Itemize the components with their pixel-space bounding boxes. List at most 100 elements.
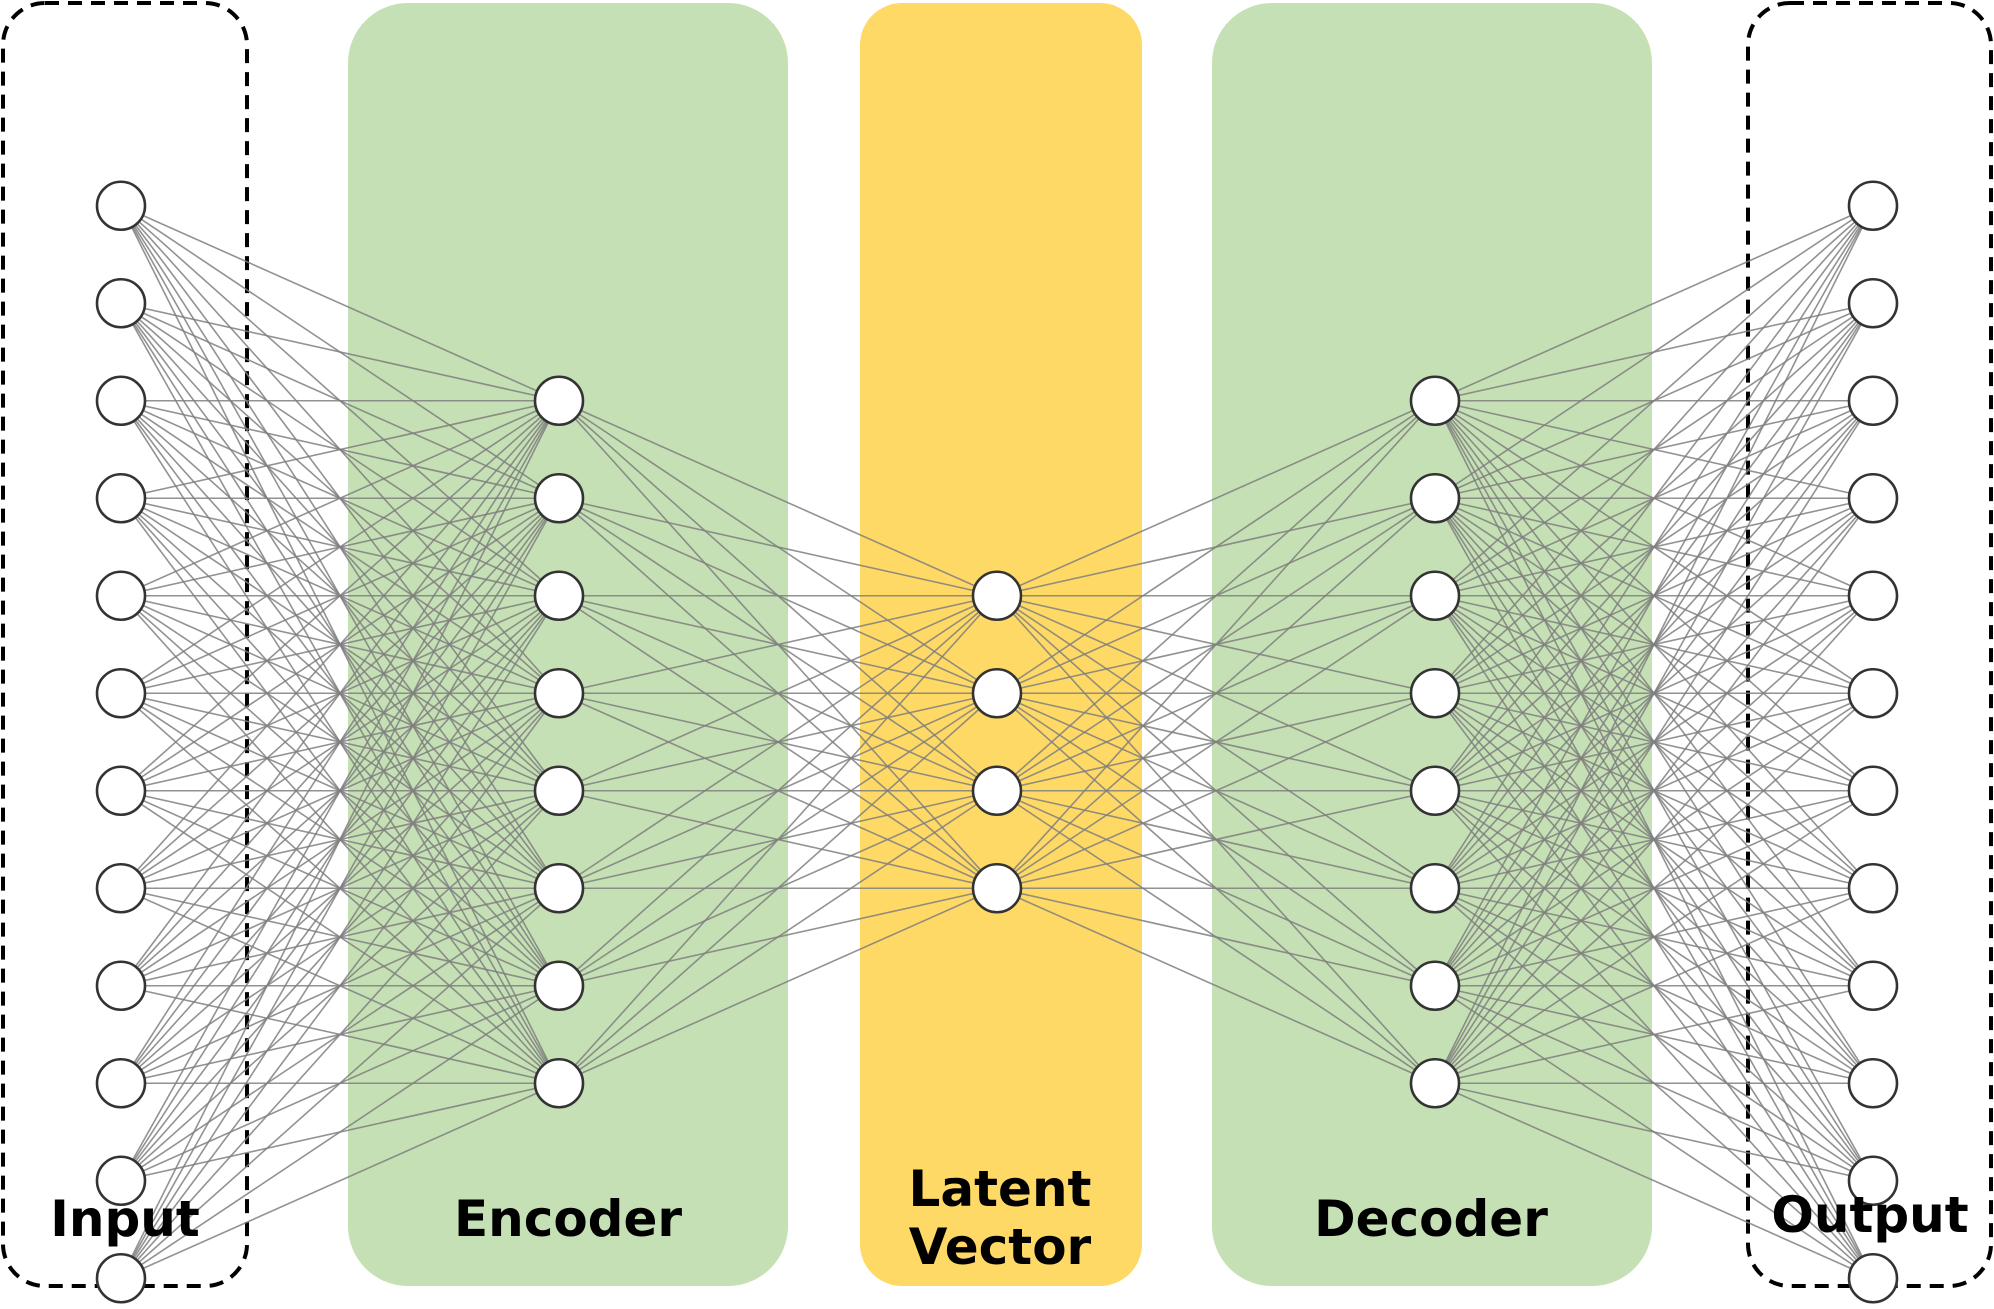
connection-input-12-to-encoder-3 [120,595,560,1279]
connection-encoder-8-to-latent-4 [558,887,998,1084]
connection-input-9-to-encoder-1 [120,400,560,987]
output-node-11 [1847,1155,1899,1207]
input-node-10 [95,1057,147,1109]
input-node-2 [95,277,147,329]
connection-input-12-to-encoder-8 [120,1082,560,1279]
latent-label-line2: Vector [909,1218,1092,1276]
connection-input-1-to-encoder-1 [120,205,560,402]
connection-latent-3-to-decoder-1 [996,400,1436,792]
encoder-node-5 [533,765,585,817]
connection-encoder-4-to-latent-1 [558,594,998,695]
connection-latent-4-to-decoder-8 [996,887,1436,1084]
latent-panel [860,3,1142,1286]
output-node-5 [1847,570,1899,622]
connection-decoder-8-to-output-4 [1434,497,1874,1084]
connection-input-4-to-encoder-1 [120,399,560,500]
decoder-node-8 [1409,1057,1461,1109]
connection-input-11-to-encoder-1 [120,400,560,1182]
input-node-4 [95,472,147,524]
output-label: Output [1771,1186,1968,1244]
output-node-1 [1847,180,1899,232]
encoder-node-8 [533,1057,585,1109]
input-node-12 [95,1252,147,1304]
connection-latent-1-to-decoder-1 [996,400,1436,597]
connection-input-12-to-encoder-2 [120,497,560,1279]
decoder-label: Decoder [1314,1190,1548,1248]
input-node-3 [95,375,147,427]
input-node-6 [95,667,147,719]
connection-decoder-8-to-output-5 [1434,595,1874,1084]
connection-decoder-1-to-output-1 [1434,205,1874,402]
neuron-nodes [95,180,1899,1304]
output-node-10 [1847,1057,1899,1109]
latent-node-4 [971,862,1023,914]
output-node-7 [1847,765,1899,817]
connection-input-12-to-encoder-1 [120,400,560,1279]
output-node-4 [1847,472,1899,524]
connection-input-12-to-encoder-7 [120,985,560,1279]
input-node-9 [95,960,147,1012]
connection-encoder-2-to-latent-1 [558,497,998,597]
decoder-node-7 [1409,960,1461,1012]
input-node-8 [95,862,147,914]
encoder-node-2 [533,472,585,524]
connection-decoder-8-to-output-12 [1434,1082,1874,1279]
connection-decoder-2-to-output-1 [1434,205,1874,499]
connection-input-8-to-encoder-1 [120,400,560,889]
output-node-8 [1847,862,1899,914]
connection-input-12-to-encoder-6 [120,887,560,1279]
connection-latent-4-to-decoder-7 [996,887,1436,987]
connection-latent-4-to-decoder-2 [996,497,1436,889]
connection-encoder-7-to-latent-1 [558,595,998,987]
latent-node-1 [971,570,1023,622]
connection-encoder-8-to-latent-3 [558,790,998,1084]
latent-node-2 [971,667,1023,719]
connection-input-5-to-encoder-1 [120,400,560,597]
output-node-3 [1847,375,1899,427]
decoder-node-6 [1409,862,1461,914]
encoder-node-1 [533,375,585,427]
output-node-2 [1847,277,1899,329]
output-node-6 [1847,667,1899,719]
connection-decoder-8-to-output-3 [1434,400,1874,1084]
decoder-node-2 [1409,472,1461,524]
connection-decoder-8-to-output-7 [1434,790,1874,1084]
connection-decoder-8-to-output-9 [1434,984,1874,1085]
latent-label-line1: Latent [909,1160,1092,1218]
encoder-node-7 [533,960,585,1012]
connection-input-12-to-encoder-4 [120,692,560,1279]
connection-encoder-6-to-latent-1 [558,595,998,889]
connection-input-10-to-encoder-1 [120,400,560,1084]
connection-lines [120,205,1874,1279]
connection-encoder-8-to-latent-2 [558,692,998,1084]
connection-input-2-to-encoder-1 [120,302,560,402]
connection-encoder-5-to-latent-1 [558,595,998,792]
encoder-node-3 [533,570,585,622]
input-node-7 [95,765,147,817]
connection-decoder-8-to-output-11 [1434,1082,1874,1182]
connection-latent-4-to-decoder-5 [996,789,1436,890]
encoder-label: Encoder [454,1190,682,1248]
decoder-node-4 [1409,667,1461,719]
connection-decoder-3-to-output-1 [1434,205,1874,597]
connection-decoder-8-to-output-6 [1434,692,1874,1084]
input-node-1 [95,180,147,232]
connection-latent-4-to-decoder-3 [996,595,1436,889]
output-node-12 [1847,1252,1899,1304]
input-node-11 [95,1155,147,1207]
connection-latent-2-to-decoder-1 [996,400,1436,694]
connection-input-6-to-encoder-1 [120,400,560,694]
connection-decoder-8-to-output-8 [1434,887,1874,1084]
encoder-panel [348,3,788,1286]
latent-node-3 [971,765,1023,817]
connection-input-12-to-encoder-5 [120,790,560,1279]
connection-decoder-7-to-output-1 [1434,205,1874,987]
decoder-node-3 [1409,570,1461,622]
connection-decoder-4-to-output-1 [1434,205,1874,694]
encoder-node-6 [533,862,585,914]
output-node-9 [1847,960,1899,1012]
decoder-node-5 [1409,765,1461,817]
connection-decoder-5-to-output-1 [1434,205,1874,792]
decoder-node-1 [1409,375,1461,427]
connection-input-7-to-encoder-1 [120,400,560,792]
